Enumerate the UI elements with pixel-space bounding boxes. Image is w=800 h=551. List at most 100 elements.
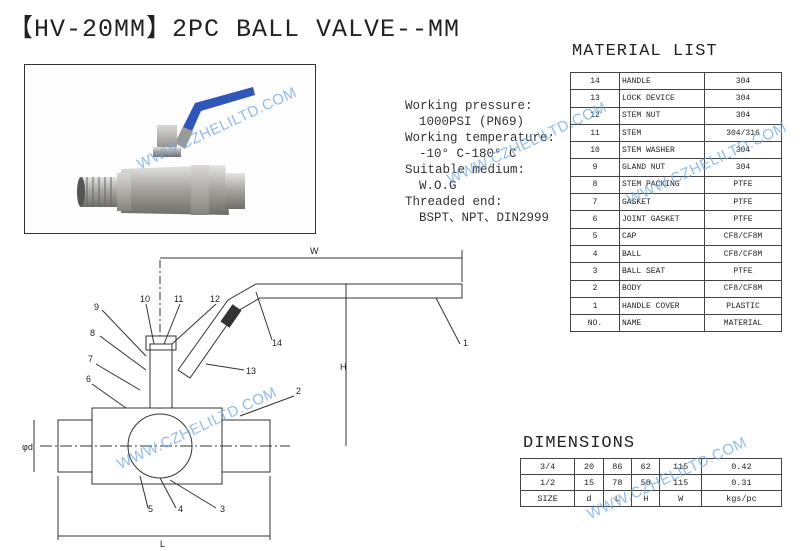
temperature-value: -10° C-180° C bbox=[419, 147, 517, 161]
material-cell-no: 9 bbox=[570, 158, 620, 177]
pressure-label: Working pressure: bbox=[405, 99, 533, 113]
technical-drawing: W H L φd 1 2 3 4 5 6 7 8 9 10 11 12 13 1… bbox=[22, 246, 468, 549]
thread-value: BSPT、NPT、DIN2999 bbox=[419, 211, 550, 225]
callout-14: 14 bbox=[272, 338, 282, 348]
handle-outline bbox=[177, 283, 463, 379]
material-cell-material: PTFE bbox=[704, 210, 782, 229]
material-cell-material: PTFE bbox=[704, 262, 782, 281]
callout-11: 11 bbox=[174, 294, 183, 304]
dimension-cell: 0.31 bbox=[700, 474, 783, 491]
callout-5: 5 bbox=[148, 504, 153, 514]
medium-value: W.O.G bbox=[419, 179, 457, 193]
material-cell-name: HANDLE bbox=[619, 71, 705, 91]
label-l: L bbox=[160, 539, 165, 549]
material-cell-material: PTFE bbox=[704, 175, 782, 195]
dimension-cell: 1/2 bbox=[519, 474, 576, 491]
material-cell-material: MATERIAL bbox=[704, 314, 782, 333]
material-cell-material: 304 bbox=[704, 106, 782, 125]
dimension-cell: d bbox=[574, 490, 604, 507]
material-cell-material: PTFE bbox=[704, 193, 782, 212]
material-cell-material: 304 bbox=[704, 89, 782, 108]
dimension-cell: 20 bbox=[574, 458, 604, 475]
material-cell-name: STEM NUT bbox=[619, 106, 705, 125]
temperature-label: Working temperature: bbox=[405, 131, 556, 145]
callout-1: 1 bbox=[463, 338, 468, 348]
callout-10: 10 bbox=[140, 294, 150, 304]
dimensions-title: DIMENSIONS bbox=[523, 434, 636, 453]
lock-device bbox=[220, 304, 242, 328]
material-cell-material: CF8/CF8M bbox=[704, 227, 782, 246]
dimension-cell: W bbox=[659, 490, 702, 507]
thread-label: Threaded end: bbox=[405, 195, 503, 209]
material-cell-material: PLASTIC bbox=[704, 296, 782, 316]
material-cell-no: 2 bbox=[570, 279, 620, 298]
callout-8: 8 bbox=[90, 328, 95, 338]
material-cell-material: CF8/CF8M bbox=[704, 244, 782, 264]
dimension-cell: SIZE bbox=[519, 490, 576, 507]
material-cell-name: CAP bbox=[619, 227, 705, 246]
callout-2: 2 bbox=[296, 386, 301, 396]
material-list-title: MATERIAL LIST bbox=[572, 42, 718, 61]
stem bbox=[149, 343, 173, 409]
stem-nut bbox=[145, 335, 177, 351]
label-w: W bbox=[310, 246, 319, 256]
callout-9: 9 bbox=[94, 302, 99, 312]
material-cell-name: STEM WASHER bbox=[619, 141, 705, 160]
dimension-cell: 86 bbox=[602, 458, 633, 475]
material-cell-no: 3 bbox=[570, 262, 620, 281]
material-cell-no: 6 bbox=[570, 210, 620, 229]
callout-6: 6 bbox=[86, 374, 91, 384]
callout-7: 7 bbox=[88, 354, 93, 364]
page-title: 【HV-20MM】2PC BALL VALVE--MM bbox=[8, 15, 461, 44]
medium-label: Suitable medium: bbox=[405, 163, 526, 177]
dimension-cell: 3/4 bbox=[519, 458, 576, 475]
material-cell-name: LOCK DEVICE bbox=[619, 89, 705, 108]
material-cell-name: HANDLE COVER bbox=[619, 296, 705, 316]
dimension-cell: 62 bbox=[631, 458, 661, 475]
dimension-cell: kgs/pc bbox=[700, 490, 783, 507]
callout-13: 13 bbox=[246, 366, 256, 376]
material-cell-no: NO. bbox=[570, 314, 620, 333]
material-cell-name: BALL bbox=[619, 244, 705, 264]
dimension-cell: 15 bbox=[574, 474, 604, 491]
material-cell-name: STEM bbox=[619, 123, 705, 143]
specifications: Working pressure: 1000PSI (PN69) Working… bbox=[405, 98, 555, 226]
material-cell-name: BODY bbox=[619, 279, 705, 298]
label-d: φd bbox=[22, 442, 33, 452]
material-cell-name: BALL SEAT bbox=[619, 262, 705, 281]
material-cell-no: 7 bbox=[570, 193, 620, 212]
callout-12: 12 bbox=[210, 294, 220, 304]
material-cell-no: 14 bbox=[570, 71, 620, 91]
material-cell-no: 1 bbox=[570, 296, 620, 316]
dimension-cell: H bbox=[631, 490, 661, 507]
material-cell-no: 4 bbox=[570, 244, 620, 264]
material-cell-name: JOINT GASKET bbox=[619, 210, 705, 229]
material-cell-no: 8 bbox=[570, 175, 620, 195]
material-cell-material: 304 bbox=[704, 71, 782, 91]
material-cell-no: 5 bbox=[570, 227, 620, 246]
label-h: H bbox=[340, 362, 347, 372]
material-cell-name: NAME bbox=[619, 314, 705, 333]
pressure-value: 1000PSI (PN69) bbox=[419, 115, 525, 129]
material-cell-material: CF8/CF8M bbox=[704, 279, 782, 298]
callout-3: 3 bbox=[220, 504, 225, 514]
product-photo bbox=[24, 64, 316, 234]
